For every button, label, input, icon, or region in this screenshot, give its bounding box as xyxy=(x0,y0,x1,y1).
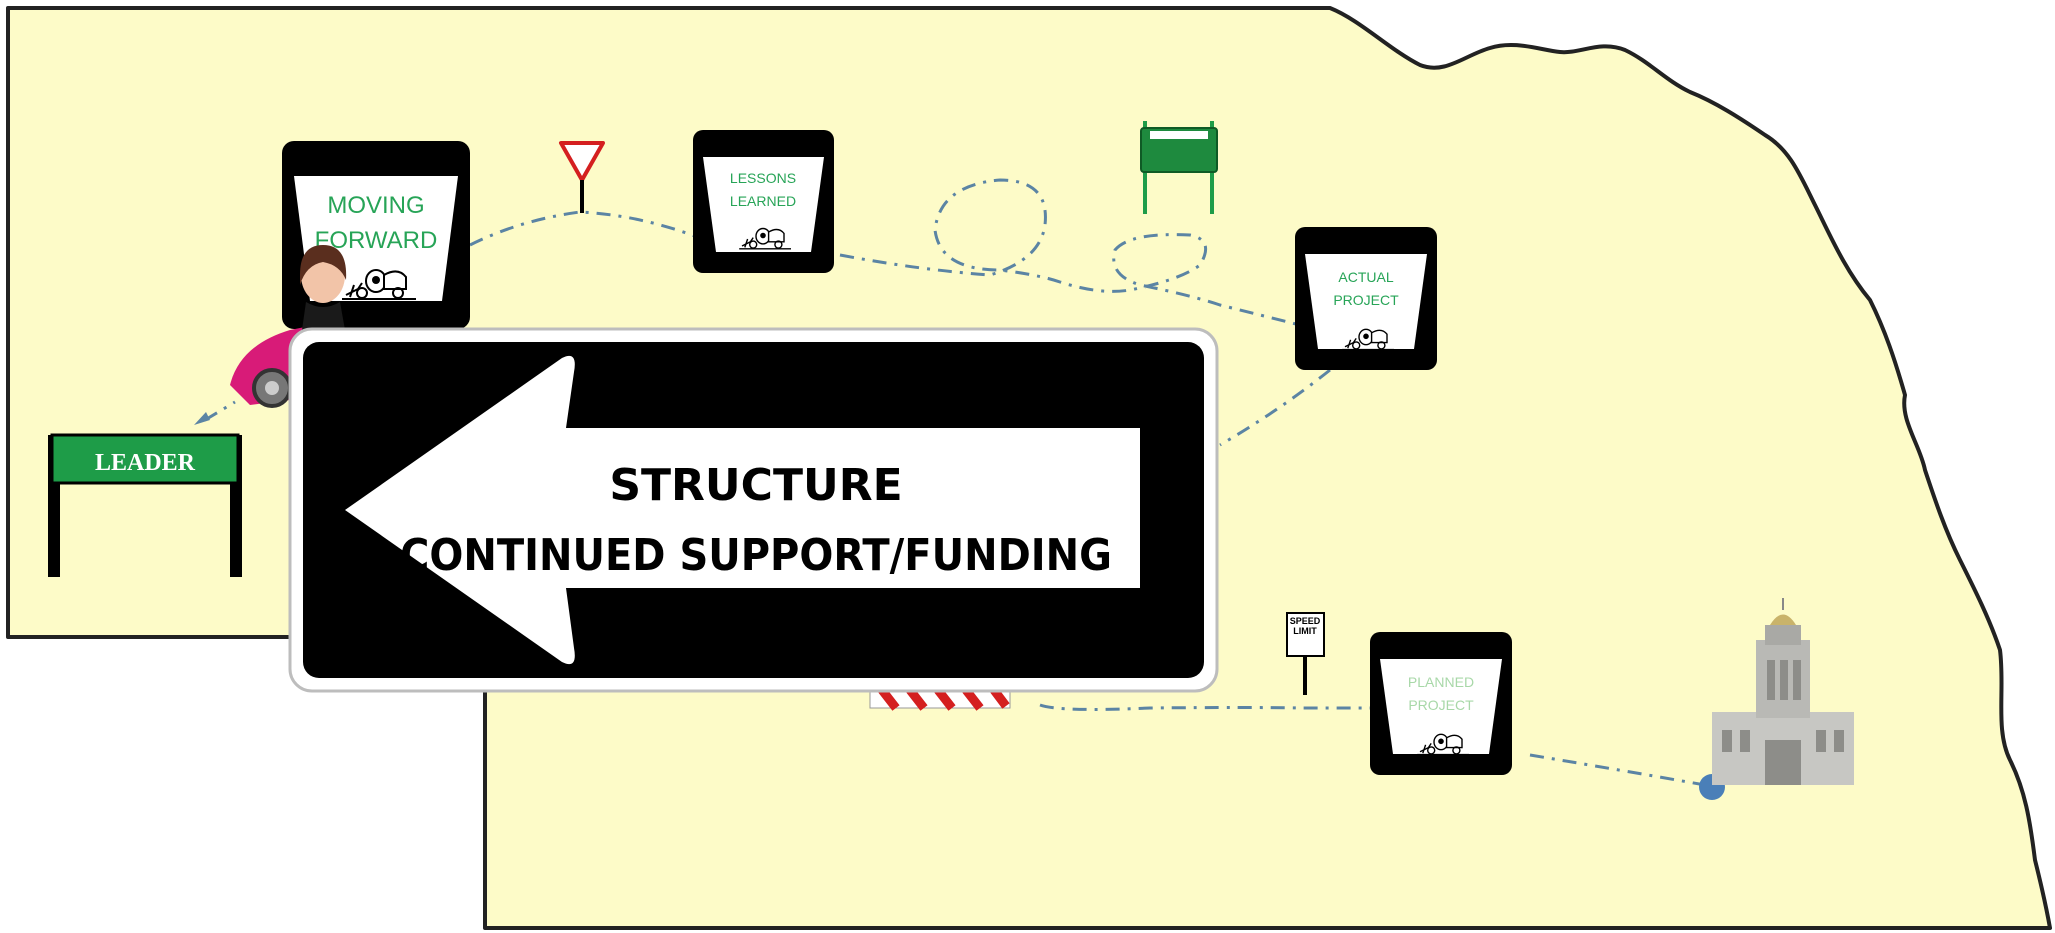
moving-forward-line1: MOVING xyxy=(327,192,424,219)
speed-limit-line2: LIMIT xyxy=(1293,626,1317,636)
moving-forward-sign: NEBRASKA MOVING FORWARD xyxy=(282,141,470,329)
leader-sign-label: LEADER xyxy=(95,450,196,476)
planned-project-line2: PROJECT xyxy=(1408,697,1474,713)
actual-project-sign: NEBRASKA ACTUAL PROJECT xyxy=(1295,227,1437,370)
leader-sign: LEADER xyxy=(48,433,242,577)
capitol-building-icon xyxy=(1712,598,1854,785)
planned-project-sign: NEBRASKA PLANNED PROJECT xyxy=(1370,632,1512,775)
actual-project-line2: PROJECT xyxy=(1333,292,1399,308)
planned-project-state: NEBRASKA xyxy=(1396,640,1486,655)
actual-project-line1: ACTUAL xyxy=(1338,269,1393,285)
moving-forward-state: NEBRASKA xyxy=(316,154,436,173)
actual-project-state: NEBRASKA xyxy=(1321,235,1411,250)
speed-limit-sign: SPEED LIMIT xyxy=(1286,612,1325,695)
route-start-arrow xyxy=(194,412,210,425)
lessons-learned-state: NEBRASKA xyxy=(718,138,808,153)
lessons-learned-sign: NEBRASKA LESSONS LEARNED xyxy=(693,130,834,273)
arrow-sign-line1: STRUCTURE xyxy=(609,460,902,511)
speed-limit-line1: SPEED xyxy=(1290,616,1321,626)
lessons-learned-line1: LESSONS xyxy=(730,170,796,186)
road-barrier-icon xyxy=(869,687,1011,711)
planned-project-line1: PLANNED xyxy=(1408,674,1474,690)
yield-sign-icon xyxy=(559,141,605,213)
route-path xyxy=(204,178,1706,787)
one-way-arrow-sign: STRUCTURE CONTINUED SUPPORT/FUNDING xyxy=(288,327,1219,693)
lessons-learned-line2: LEARNED xyxy=(730,193,796,209)
arrow-sign-line2: CONTINUED SUPPORT/FUNDING xyxy=(400,530,1112,581)
green-highway-sign-icon xyxy=(1140,121,1218,214)
left-arrow-icon xyxy=(345,355,1140,665)
